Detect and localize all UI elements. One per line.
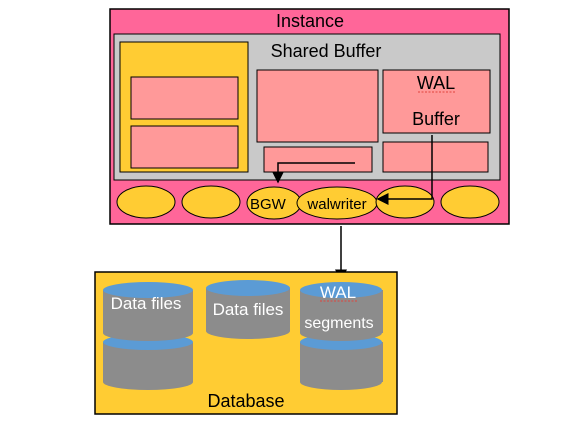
data-files-label-1: Data files — [111, 294, 182, 313]
bgw-flush-arrow — [272, 162, 355, 184]
walwriter-label: walwriter — [306, 196, 366, 213]
data-files-label-2: Data files — [213, 300, 284, 319]
wal-segments-label-line2: segments — [304, 315, 373, 332]
wal-segments-label-line1: WAL — [320, 283, 356, 302]
database-title: Database — [207, 391, 284, 411]
buffer-block — [130, 125, 239, 169]
buffer-block — [382, 141, 489, 173]
wal-segments-cylinder — [300, 282, 383, 390]
process-ellipse — [181, 185, 241, 219]
wal-flush-arrow — [376, 135, 433, 205]
wal-buffer-label-line1: WAL — [417, 73, 455, 93]
shared-buffer-label: Shared Buffer — [271, 41, 382, 61]
process-ellipse — [116, 185, 176, 219]
bgw-label: BGW — [250, 196, 287, 213]
data-files-cylinder — [103, 282, 193, 390]
process-ellipse — [375, 185, 435, 219]
buffer-block — [130, 76, 239, 120]
data-files-cylinder — [206, 280, 290, 339]
buffer-block — [263, 146, 373, 173]
instance-title: Instance — [276, 11, 344, 31]
process-ellipse — [440, 185, 500, 219]
wal-buffer-block — [382, 69, 491, 134]
buffer-block — [256, 69, 379, 143]
wal-buffer-label-line2: Buffer — [412, 109, 460, 129]
